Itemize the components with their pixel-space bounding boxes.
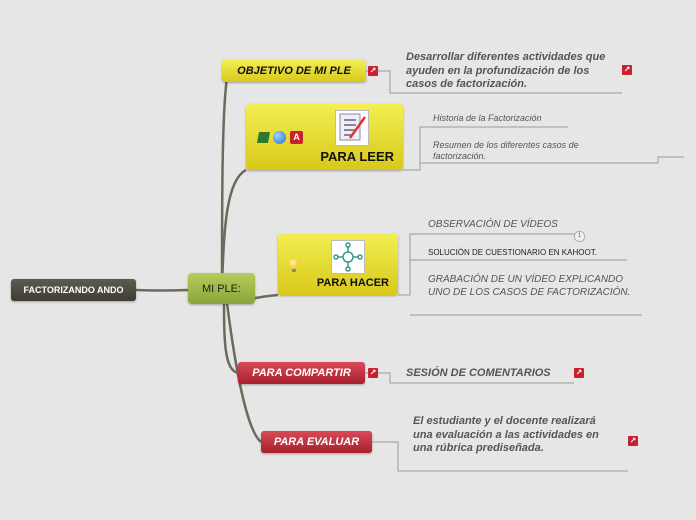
branch-compartir[interactable]: PARA COMPARTIR [238,362,365,384]
root-label: FACTORIZANDO ANDO [23,285,124,295]
branch-evaluar-label: PARA EVALUAR [273,436,360,448]
branch-objetivo[interactable]: OBJETIVO DE MI PLE [222,60,366,82]
branch-leer[interactable]: A PARA LEER [246,104,403,170]
evaluar-item: El estudiante y el docente realizará una… [413,415,599,454]
objetivo-note: Desarrollar diferentes actividades que a… [406,51,606,90]
branch-hacer[interactable]: PARA HACER [278,234,398,295]
count-badge[interactable]: 1 [574,231,585,242]
branch-compartir-label: PARA COMPARTIR [252,367,351,379]
central-topic-label: MI PLE: [201,282,242,295]
hacer-item-2: SOLUCIÓN DE CUESTIONARIO EN KAHOOT. [428,248,597,257]
leer-item-2: Resumen de los diferentes casos de facto… [433,140,579,161]
link-icon[interactable]: ↗ [622,65,632,75]
lightbulb-base [292,269,296,272]
branch-leer-label: PARA LEER [320,149,394,164]
leer-item-1: Historia de la Factorización [433,113,542,123]
checklist-icon [335,110,369,146]
branch-evaluar[interactable]: PARA EVALUAR [261,431,372,453]
hacer-item-1: OBSERVACIÓN DE VÍDEOS [428,219,558,230]
link-icon[interactable]: ↗ [574,368,584,378]
branch-objetivo-label: OBJETIVO DE MI PLE [237,65,351,77]
link-icon[interactable]: ↗ [368,66,378,76]
link-icon[interactable]: ↗ [628,436,638,446]
globe-icon [273,131,286,144]
link-icon[interactable]: ↗ [368,368,378,378]
hacer-item-3: GRABACIÓN DE UN VÍDEO EXPLICANDO UNO DE … [428,274,631,298]
notebook-icon [257,132,270,143]
pdf-icon: A [290,131,303,144]
compartir-item: SESIÓN DE COMENTARIOS [406,367,551,379]
central-topic[interactable]: MI PLE: [188,273,255,304]
network-icon [331,240,365,274]
root-node[interactable]: FACTORIZANDO ANDO [11,279,136,301]
lightbulb-icon [289,259,299,269]
branch-hacer-label: PARA HACER [316,277,389,289]
